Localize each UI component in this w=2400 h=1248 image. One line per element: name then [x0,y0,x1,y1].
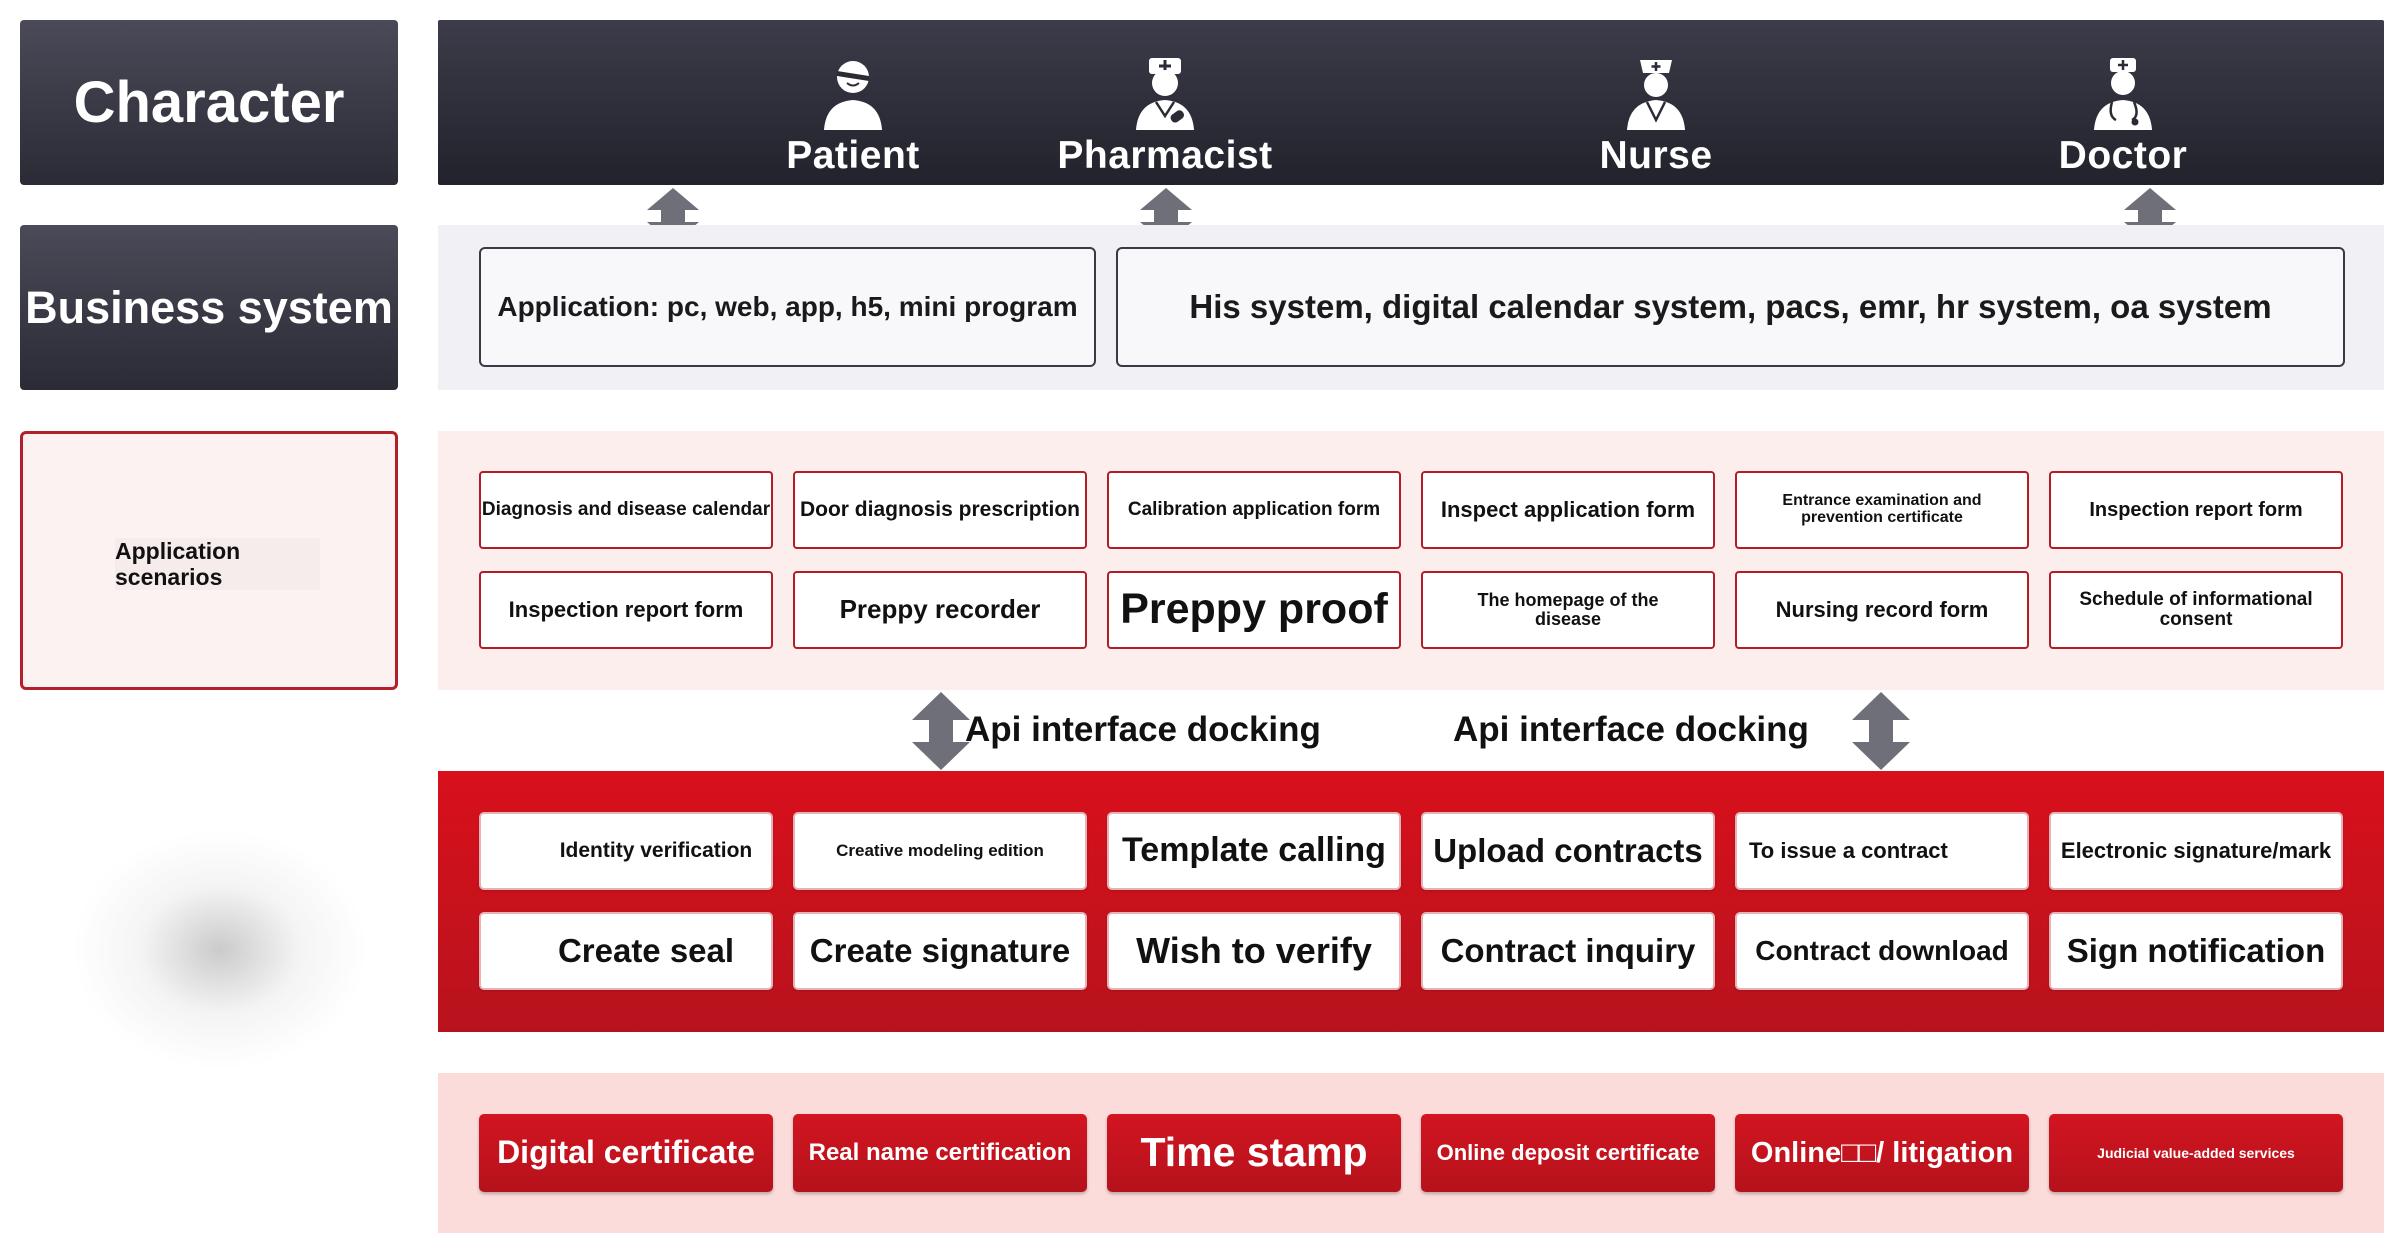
scenario-card: Inspection report form [479,571,773,649]
service-card: Template calling [1107,812,1401,890]
service-card: Upload contracts [1421,812,1715,890]
character-label: Pharmacist [1057,134,1273,177]
application-scenarios-band [438,431,2384,690]
character-doctor: Doctor [1993,56,2253,178]
service-card: Create signature [793,912,1087,990]
row-label-application-scenarios-box: Application scenarios [20,431,398,690]
scenario-card: Preppy recorder [793,571,1087,649]
row-label-business-system: Business system [20,225,398,390]
scenario-card: Door diagnosis prescription [793,471,1087,549]
business-his-box: His system, digital calendar system, pac… [1116,247,2345,367]
api-interface-docking-right: Api interface docking [1453,710,1809,749]
row-label-application-scenarios: Application scenarios [115,538,320,590]
double-arrow-icon [1852,692,1910,770]
character-patient: Patient [723,56,983,178]
pharmacist-icon [1035,56,1295,132]
service-card: Contract inquiry [1421,912,1715,990]
service-card: Electronic signature/mark [2049,812,2343,890]
scenario-card: Diagnosis and disease calendar [479,471,773,549]
double-arrow-icon [912,692,970,770]
scenario-card: Preppy proof [1107,571,1401,649]
doctor-icon [1993,56,2253,132]
nurse-icon [1526,56,1786,132]
service-card: Creative modeling edition [793,812,1087,890]
character-bar: Patient Pharmacist Nurse [438,20,2384,185]
service-card: Sign notification [2049,912,2343,990]
row-label-character: Character [20,20,398,185]
patient-icon [723,56,983,132]
scenario-card: Inspect application form [1421,471,1715,549]
service-card: Wish to verify [1107,912,1401,990]
character-label: Doctor [2058,134,2188,177]
character-pharmacist: Pharmacist [1035,56,1295,178]
base-card-online-deposit-certificate: Online deposit certificate [1421,1114,1715,1192]
scenario-card: The homepage of the disease [1421,571,1715,649]
character-label: Patient [786,134,920,177]
character-nurse: Nurse [1526,56,1786,178]
scenario-card: Calibration application form [1107,471,1401,549]
base-card-judicial-services: Judicial value-added services [2049,1114,2343,1192]
services-band [438,771,2384,1032]
service-card: To issue a contract [1735,812,2029,890]
base-card-real-name-certification: Real name certification [793,1114,1087,1192]
scenario-card: Entrance examination and prevention cert… [1735,471,2029,549]
base-card-digital-certificate: Digital certificate [479,1114,773,1192]
scenario-card: Inspection report form [2049,471,2343,549]
character-label: Nurse [1599,134,1713,177]
base-card-time-stamp: Time stamp [1107,1114,1401,1192]
base-card-online-litigation: Online□□/ litigation [1735,1114,2029,1192]
blurred-row-label [60,820,380,1080]
service-card: Contract download [1735,912,2029,990]
service-card: Create seal [479,912,773,990]
api-interface-docking-left: Api interface docking [965,710,1321,749]
business-app-box: Application: pc, web, app, h5, mini prog… [479,247,1096,367]
scenario-card: Schedule of informational consent [2049,571,2343,649]
service-card: Identity verification [479,812,773,890]
scenario-card: Nursing record form [1735,571,2029,649]
